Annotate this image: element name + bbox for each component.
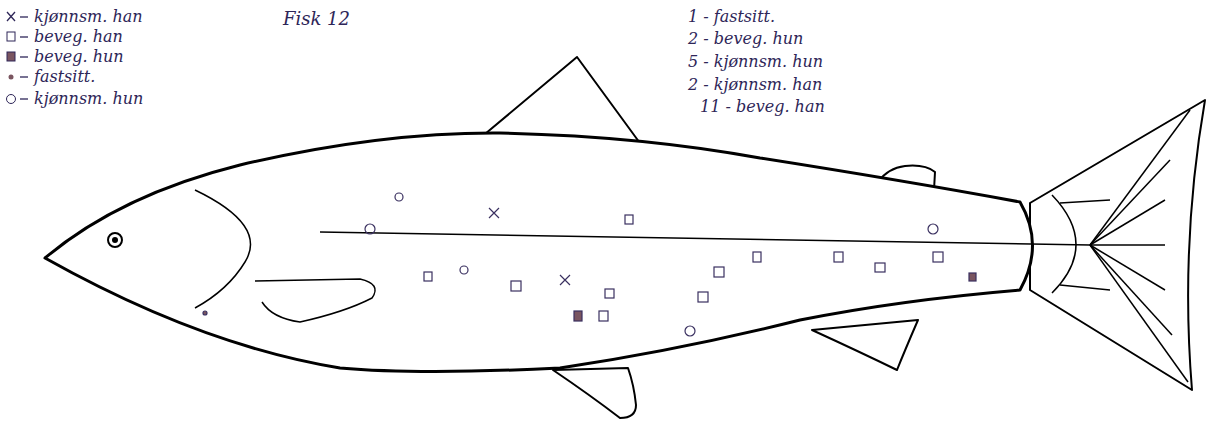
site-markers	[203, 193, 976, 336]
fin-rays	[1060, 110, 1190, 382]
pelvic-fin	[553, 368, 636, 418]
count-note: 2 - beveg. hun	[688, 30, 803, 48]
fish-eye	[108, 233, 122, 247]
count-note: 2 - kjønnsm. han	[688, 76, 822, 94]
legend-symbol	[4, 8, 32, 26]
legend-text: beveg. han	[34, 28, 123, 46]
count-note: 5 - kjønnsm. hun	[688, 53, 823, 71]
fish-body	[45, 133, 1033, 372]
count-note: 1 - fastsitt.	[688, 8, 775, 26]
title: Fisk 12	[283, 10, 350, 28]
legend-symbol	[4, 28, 32, 46]
legend-symbol	[4, 48, 32, 66]
legend-text: fastsitt.	[34, 68, 95, 86]
legend-text: beveg. hun	[34, 48, 124, 66]
pectoral-fin	[255, 279, 375, 322]
anal-fin	[812, 320, 918, 370]
lateral-line	[320, 232, 1090, 245]
count-note: 11 - beveg. han	[700, 98, 825, 116]
legend-symbol	[4, 90, 32, 108]
gill-cover	[195, 190, 251, 308]
legend-symbol	[4, 68, 32, 86]
legend-text: kjønnsm. hun	[34, 90, 143, 108]
tail-base	[1052, 195, 1076, 293]
legend-text: kjønnsm. han	[34, 8, 143, 26]
